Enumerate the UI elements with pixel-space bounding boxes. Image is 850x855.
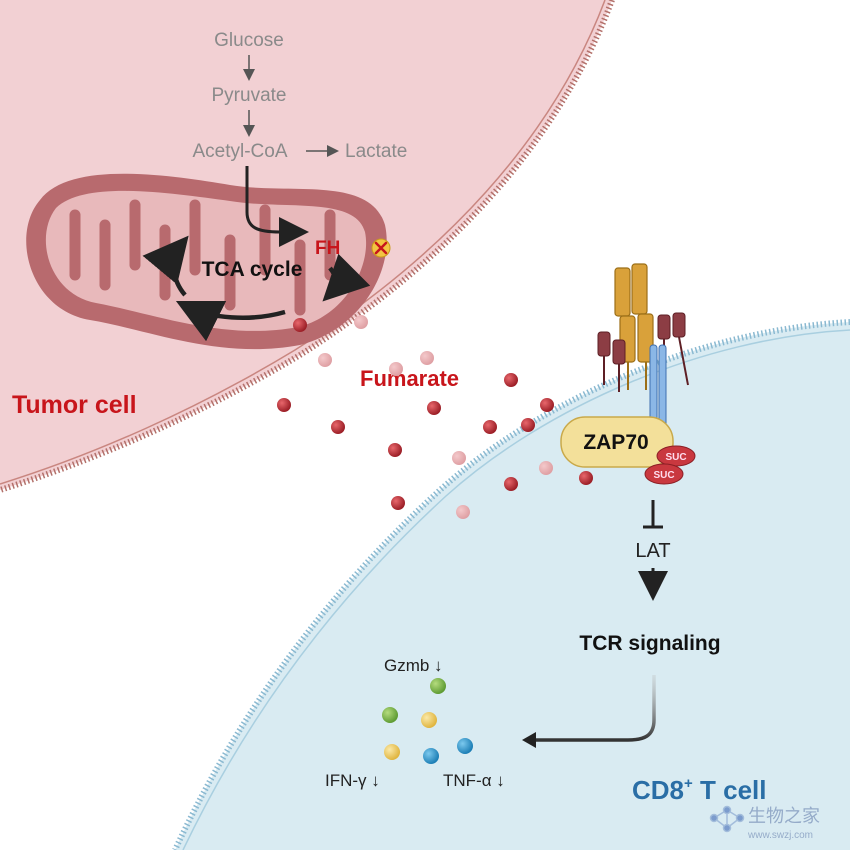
- t-cell-body: [175, 322, 850, 850]
- arrow-acetylcoa-tca: [245, 166, 309, 247]
- fh-inhibited-icon: [371, 238, 391, 258]
- fh-enzyme-label: FH: [315, 238, 340, 259]
- watermark-name: 生物之家: [748, 806, 820, 826]
- fumarate-dot: [388, 443, 402, 457]
- fumarate-dot: [420, 351, 434, 365]
- zap70-protein: [560, 416, 674, 468]
- fumarate-dot: [277, 398, 291, 412]
- cytokine-dot-yellow: [421, 712, 437, 728]
- acetyl-coa-label: Acetyl-CoA: [192, 141, 287, 162]
- fumarate-dot: [293, 318, 307, 332]
- fumarate-dot: [504, 477, 518, 491]
- suc-label: SUC: [653, 470, 674, 481]
- fumarate-dot: [318, 353, 332, 367]
- molecule-logo-icon: [709, 805, 745, 833]
- fumarate-dot: [540, 398, 554, 412]
- cytokine-dot-blue: [457, 738, 473, 754]
- suc-label: SUC: [665, 452, 686, 463]
- lactate-label: Lactate: [345, 141, 407, 162]
- tnfa-label: TNF-α ↓: [443, 771, 505, 790]
- fumarate-dot: [354, 315, 368, 329]
- zap70-label: ZAP70: [583, 431, 648, 454]
- fumarate-label: Fumarate: [360, 366, 459, 391]
- pyruvate-label: Pyruvate: [212, 85, 287, 106]
- fumarate-dot: [452, 451, 466, 465]
- succination-mark: SUC: [656, 445, 696, 467]
- gzmb-label: Gzmb ↓: [384, 656, 443, 675]
- fumarate-dot: [389, 362, 403, 376]
- lat-label: LAT: [635, 540, 670, 562]
- glucose-label: Glucose: [214, 30, 284, 51]
- tca-cycle-arrows: [142, 235, 371, 342]
- fumarate-dot: [391, 496, 405, 510]
- tnfa-dot: [423, 748, 439, 764]
- tcr-complex: [597, 263, 689, 441]
- fumarate-dot: [456, 505, 470, 519]
- succination-mark: SUC: [644, 463, 684, 485]
- fumarate-dot: [521, 418, 535, 432]
- fumarate-dot: [427, 401, 441, 415]
- fumarate-dot: [483, 420, 497, 434]
- tca-cycle-label: TCA cycle: [202, 258, 303, 281]
- ifng-dot: [384, 744, 400, 760]
- t-cell-membrane-inner: [182, 329, 850, 851]
- fumarate-dot: [504, 373, 518, 387]
- tumor-cell-label: Tumor cell: [12, 391, 137, 419]
- fumarate-molecules: [277, 315, 593, 519]
- t-cell-label: CD8+ T cell: [632, 775, 766, 805]
- watermark-url: www.swzj.com: [747, 830, 813, 841]
- arrow-tcr-cytokines-head: [522, 732, 536, 748]
- cytokine-dot-green: [382, 707, 398, 723]
- arrow-tcr-cytokines: [528, 675, 656, 742]
- fumarate-dot: [579, 471, 593, 485]
- watermark: 生物之家 www.swzj.com: [709, 805, 820, 841]
- fumarate-dot: [539, 461, 553, 475]
- fumarate-dot: [331, 420, 345, 434]
- tumor-cell-membrane: [0, 0, 615, 493]
- gzmb-dot: [430, 678, 446, 694]
- tcr-signaling-label: TCR signaling: [579, 632, 720, 655]
- ifng-label: IFN-γ ↓: [325, 771, 380, 790]
